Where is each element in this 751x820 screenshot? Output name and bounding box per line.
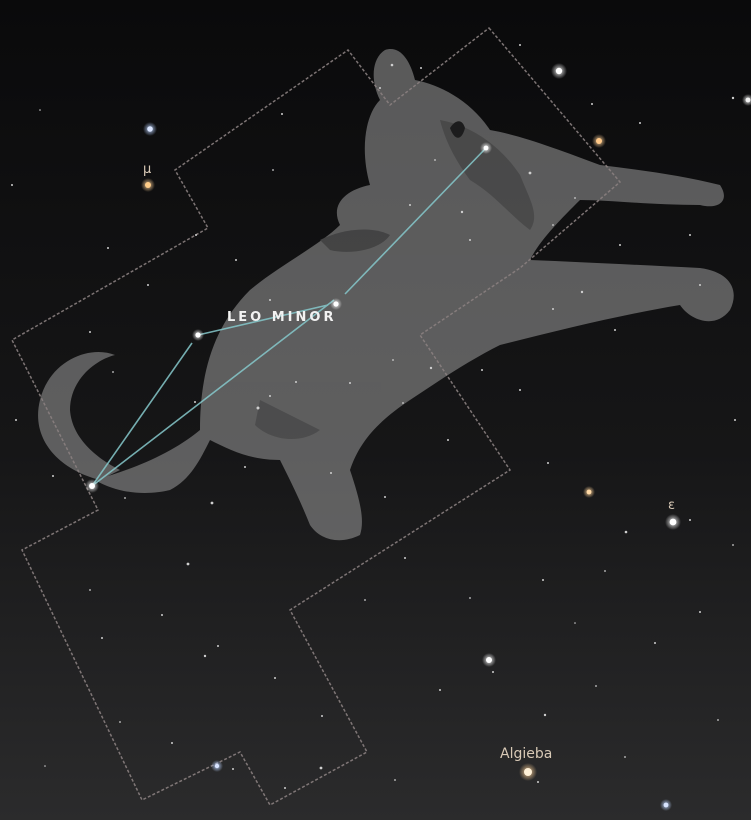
constellation-name[interactable]: LEO MINOR [227, 310, 336, 325]
constellation-lines [91, 147, 487, 487]
constellation-artwork [38, 49, 734, 541]
background-stars [11, 44, 736, 789]
constellation-boundary [11, 26, 622, 807]
bright-stars [85, 63, 751, 811]
star-label-algieba[interactable]: Algieba [500, 746, 552, 762]
star-label-epsilon[interactable]: ε [668, 498, 675, 513]
star-label-mu[interactable]: μ [143, 162, 151, 177]
